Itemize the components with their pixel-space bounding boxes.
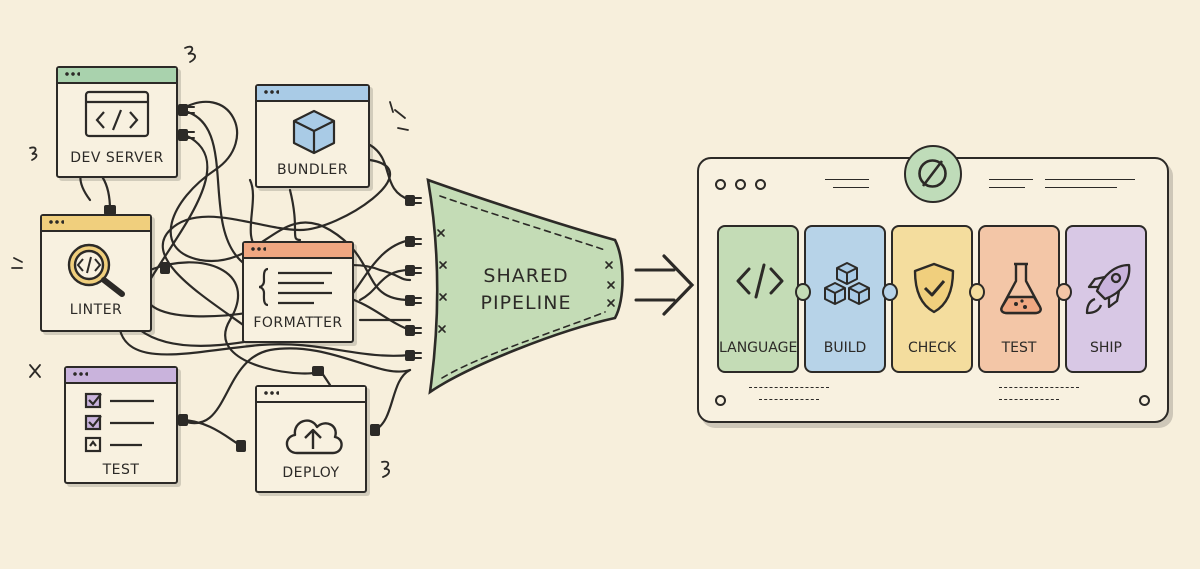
test-tool-label: TEST (102, 462, 140, 478)
cubes-icon (824, 262, 870, 305)
stage-build: BUILD (804, 225, 886, 373)
stage-test-label: TEST (1001, 340, 1037, 356)
connector-knob (1056, 283, 1072, 301)
checklist-icon (84, 392, 154, 453)
window-dot (715, 395, 726, 406)
footer-line (999, 399, 1059, 400)
bundler-label: BUNDLER (277, 162, 348, 178)
code-window-icon (84, 90, 150, 138)
test-titlebar (66, 368, 176, 384)
deploy-card: DEPLOY (255, 385, 367, 493)
window-dot (715, 179, 726, 190)
stage-ship-label: SHIP (1090, 340, 1122, 356)
footer-line (749, 387, 829, 388)
flask-icon (1000, 262, 1042, 315)
footer-line (999, 387, 1079, 388)
stage-check-label: CHECK (907, 340, 957, 356)
connector-knob (882, 283, 898, 301)
window-dot (735, 179, 746, 190)
brace-lines-icon (258, 267, 332, 307)
dev-server-label: DEV SERVER (70, 150, 164, 166)
header-line (825, 179, 869, 180)
stage-ship: SHIP (1065, 225, 1147, 373)
connector-knob (795, 283, 811, 301)
pipeline-window: LANGUAGE BUILD CHECK TEST (697, 145, 1169, 423)
linter-titlebar (42, 216, 150, 232)
funnel-shape (426, 178, 624, 395)
header-line (1045, 187, 1117, 188)
linter-label: LINTER (69, 302, 123, 318)
no-entry-logo-icon (904, 145, 962, 203)
arrow-right-icon (662, 254, 695, 316)
funnel-label-line2: PIPELINE (480, 292, 572, 314)
window-dot (755, 179, 766, 190)
connector-knob (969, 283, 985, 301)
stage-build-label: BUILD (823, 340, 867, 356)
stage-language-label: LANGUAGE (719, 340, 798, 356)
test-card: TEST (64, 366, 178, 484)
code-icon (736, 263, 784, 299)
header-line (833, 187, 869, 188)
bundler-titlebar (257, 86, 368, 102)
funnel-label-line1: SHARED (483, 265, 569, 287)
stage-language: LANGUAGE (717, 225, 799, 373)
footer-line (759, 399, 819, 400)
stage-test: TEST (978, 225, 1060, 373)
header-line (989, 187, 1025, 188)
window-dot (1139, 395, 1150, 406)
deploy-titlebar (257, 387, 365, 403)
box-icon (292, 109, 336, 155)
shield-check-icon (913, 262, 955, 314)
rocket-icon (1085, 263, 1131, 315)
header-line (1045, 179, 1135, 180)
dev-server-titlebar (58, 68, 176, 84)
deploy-label: DEPLOY (282, 465, 340, 481)
cloud-upload-icon (285, 419, 343, 455)
formatter-label: FORMATTER (253, 315, 343, 331)
linter-card: LINTER (40, 214, 152, 332)
header-line (989, 179, 1033, 180)
formatter-titlebar (244, 243, 352, 259)
stage-check: CHECK (891, 225, 973, 373)
formatter-card: FORMATTER (242, 241, 354, 343)
dev-server-card: DEV SERVER (56, 66, 178, 178)
bundler-card: BUNDLER (255, 84, 370, 188)
magnifier-code-icon (67, 243, 125, 297)
